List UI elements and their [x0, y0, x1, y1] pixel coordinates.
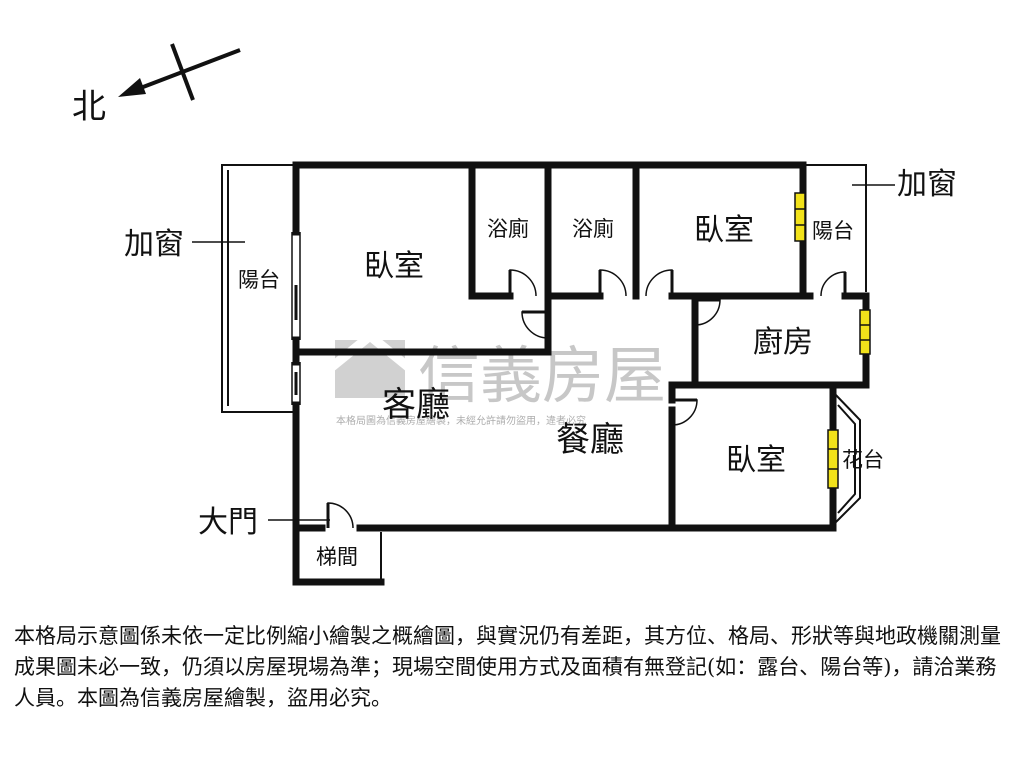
callout-window-addition-east: 加窗: [897, 167, 957, 202]
label-bedroom-ne: 臥室: [694, 213, 754, 248]
disclaimer-text: 本格局示意圖係未依一定比例縮小繪製之概繪圖，與實況仍有差距，其方位、格局、形狀等…: [14, 624, 1001, 710]
compass: 北: [72, 43, 241, 127]
door-kitchen: [694, 299, 721, 326]
west-sliding-doors: [291, 232, 301, 405]
compass-arrow-head: [118, 78, 146, 97]
door-main-entrance: [327, 502, 354, 529]
label-flower-bed: 花台: [842, 448, 884, 472]
door-east-balcony: [820, 271, 846, 297]
door-bath-1: [509, 269, 537, 297]
door-swings: [326, 269, 847, 529]
west-balcony-outline: [221, 164, 296, 413]
window-ne-bedroom: [794, 192, 806, 242]
walls: [292, 161, 870, 586]
flower-bed-outline: [832, 391, 861, 526]
door-bath-2: [599, 269, 627, 297]
east-balcony-outline: [803, 164, 867, 292]
label-kitchen: 廚房: [753, 325, 813, 360]
callout-main-door: 大門: [198, 505, 258, 540]
compass-north-label: 北: [72, 87, 106, 127]
callout-lines: [192, 184, 895, 521]
door-main-bedroom: [521, 311, 549, 339]
watermark-notice: 本格局圖為信義房屋繪製，未經允許請勿盜用，違者必究: [336, 414, 586, 427]
floor-plan: 北 信義房屋 本格局圖為信義房屋繪製，未經允許請勿盜用，違者必究: [72, 43, 957, 586]
window-se-bedroom: [827, 429, 839, 489]
label-balcony-east: 陽台: [812, 219, 854, 243]
label-balcony-west: 陽台: [238, 268, 280, 292]
thin-outlines: [221, 164, 867, 582]
door-se-bedroom: [671, 399, 698, 426]
label-dining-room: 餐廳: [556, 420, 624, 460]
label-bedroom-main: 臥室: [364, 249, 424, 284]
label-bathroom-1: 浴廁: [487, 217, 529, 241]
label-bedroom-se: 臥室: [726, 443, 786, 478]
door-ne-bedroom: [645, 269, 673, 297]
label-living-room: 客廳: [382, 385, 450, 425]
callout-window-addition-west: 加窗: [124, 227, 184, 262]
label-bathroom-2: 浴廁: [572, 217, 614, 241]
label-stairwell: 梯間: [316, 545, 358, 569]
window-kitchen: [859, 309, 871, 355]
windows: [794, 192, 871, 489]
compass-arrow-line: [129, 48, 241, 94]
compass-cross-line: [170, 43, 195, 101]
